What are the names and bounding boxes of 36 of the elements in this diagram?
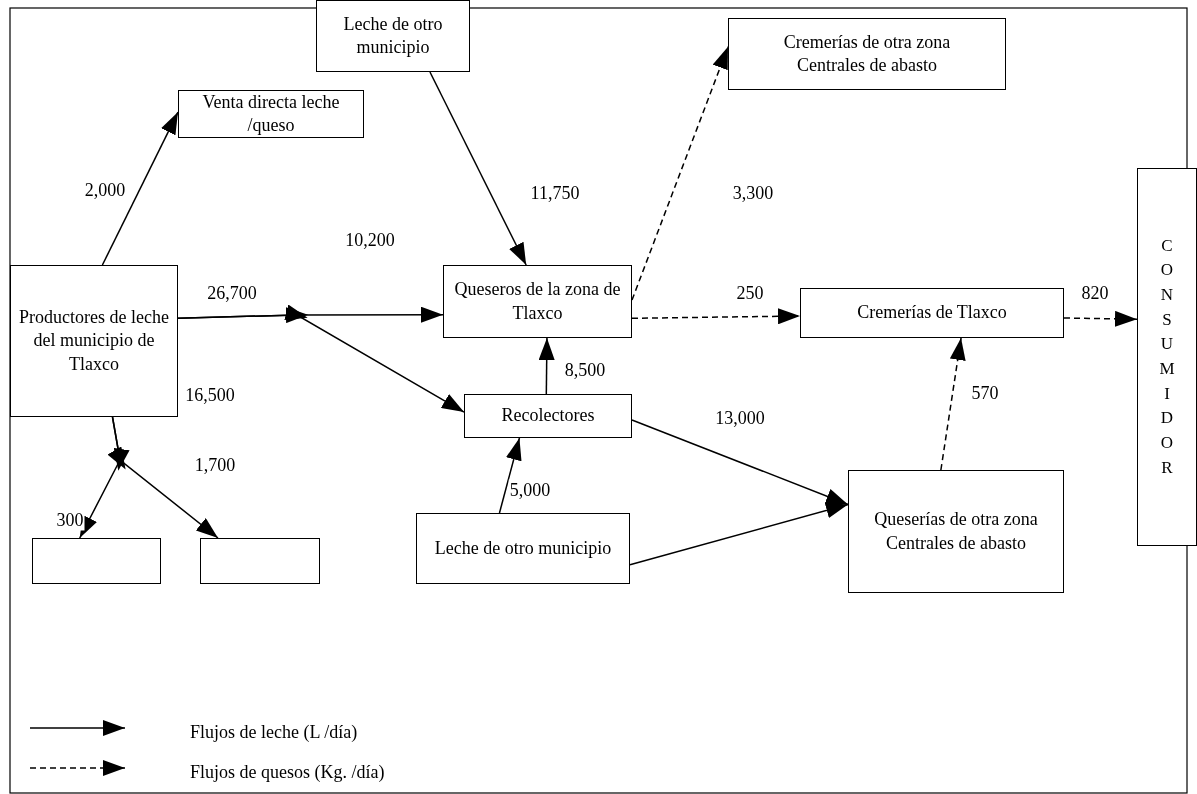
arrow	[429, 71, 527, 266]
node-text: Venta directa leche /queso	[201, 90, 341, 137]
node-text: Recolectores	[501, 404, 595, 428]
process-box	[316, 0, 470, 72]
empty-box	[200, 538, 320, 584]
arrow	[498, 437, 522, 514]
process-box	[1137, 168, 1197, 546]
process-box	[178, 90, 364, 138]
node-text: Cremerías de otra zona Centrales de abasto	[782, 30, 952, 77]
legend-text: Flujos de leche (L /día)	[190, 722, 358, 743]
process-box	[848, 470, 1064, 593]
dashed-arrow	[940, 337, 966, 471]
process-box	[800, 288, 1064, 338]
dashed-arrow	[631, 308, 801, 325]
node-text: Leche de otro municipio	[434, 536, 612, 560]
node-text: Productores de leche del municipio de Tlaxco	[18, 305, 170, 376]
legend-text: Flujos de quesos (Kg. /día)	[190, 762, 385, 783]
empty-box	[32, 538, 161, 584]
arrow	[177, 305, 465, 413]
node-text: CONSUMIDOR	[1158, 234, 1176, 479]
process-box	[416, 513, 630, 584]
arrow	[629, 502, 849, 566]
node-text: Leche de otro municipio	[342, 12, 444, 59]
node-text: Cremerías de Tlaxco	[857, 301, 1007, 325]
process-box	[10, 265, 178, 417]
process-box	[443, 265, 632, 338]
arrow	[631, 419, 849, 506]
process-box	[728, 18, 1006, 90]
arrow	[538, 337, 555, 395]
dashed-arrow	[1063, 310, 1138, 327]
dashed-arrow	[631, 46, 729, 301]
node-text: Queseros de la zona de Tlaxco	[453, 278, 622, 325]
node-text: Queserías de otra zona Centrales de abasto	[873, 508, 1039, 555]
process-box	[464, 394, 632, 438]
arrow	[108, 416, 219, 539]
arrow	[101, 111, 179, 266]
